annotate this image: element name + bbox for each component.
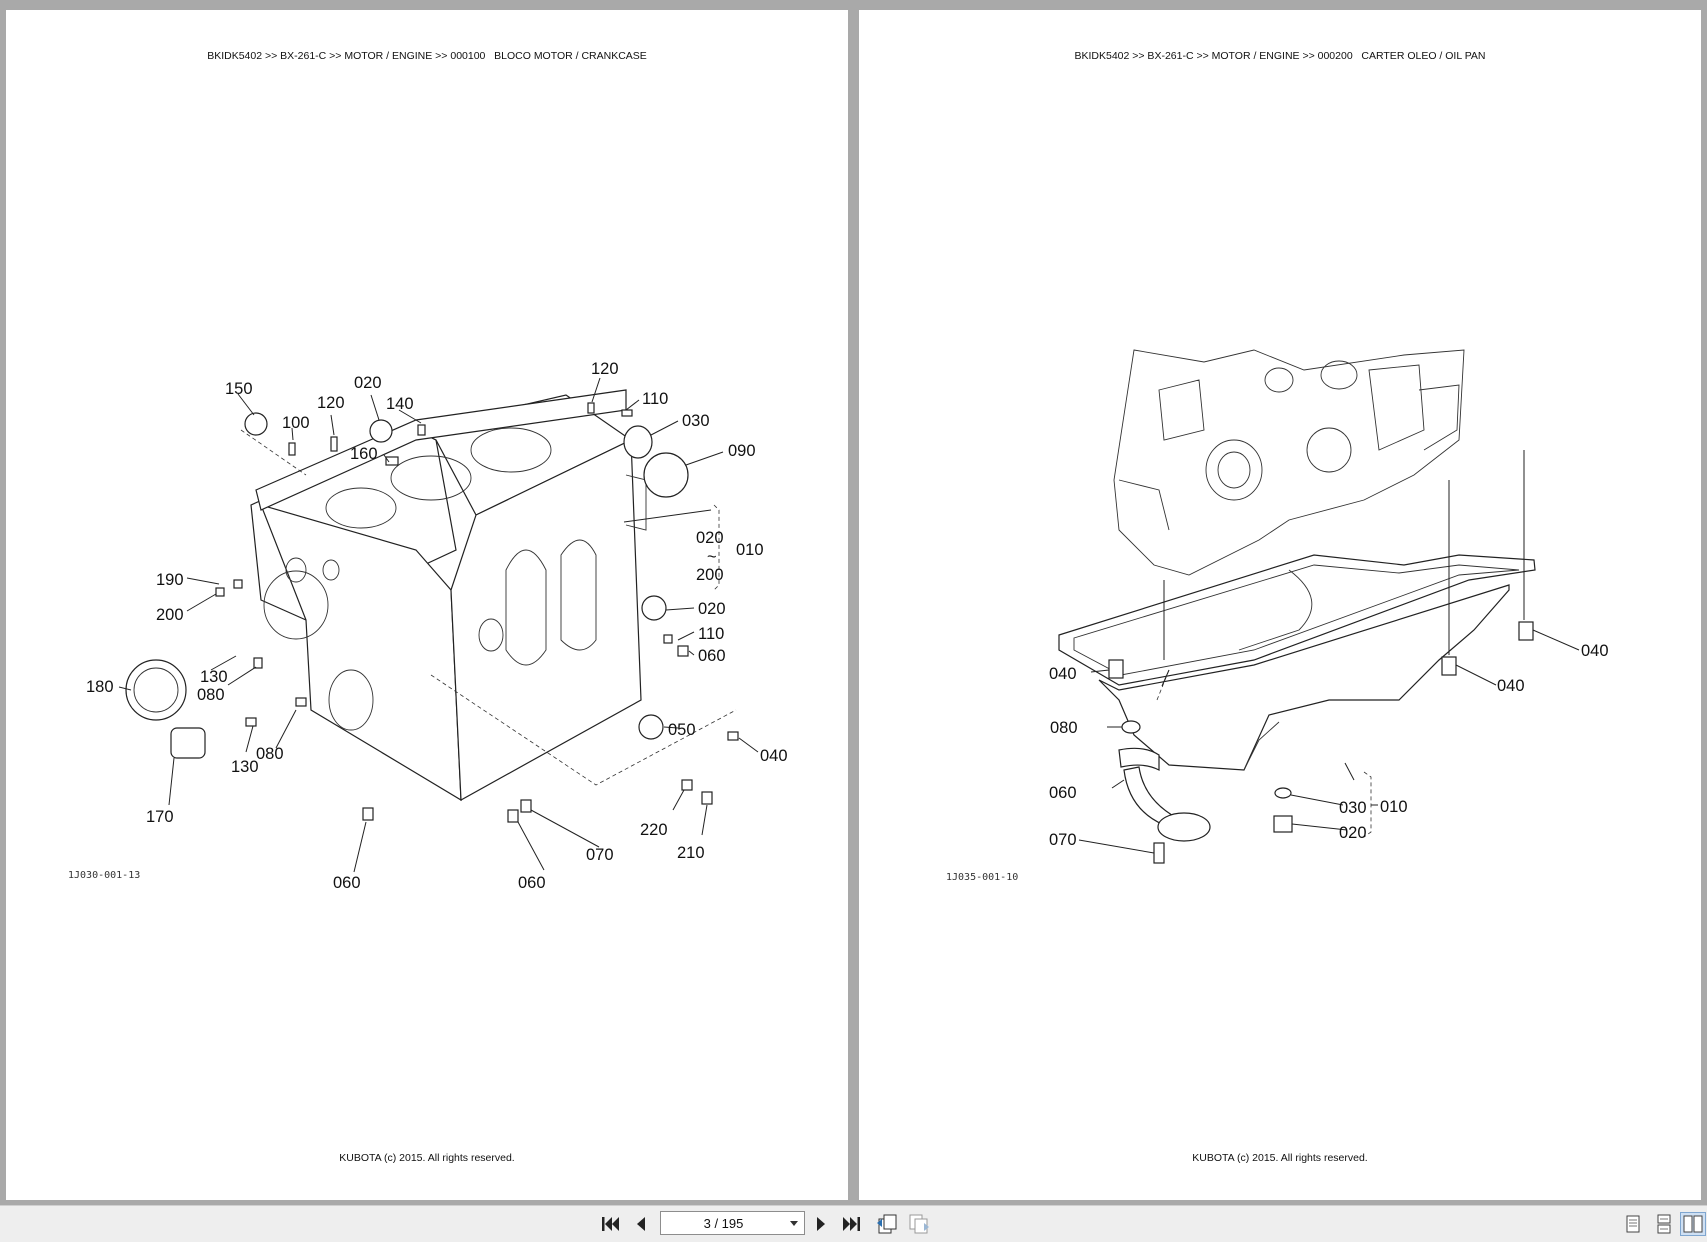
callout-label: 030 [682, 412, 710, 430]
callout-label: 010 [1380, 798, 1408, 816]
continuous-page-icon [1657, 1214, 1671, 1234]
document-page-right: BKIDK5402 >> BX-261-C >> MOTOR / ENGINE … [859, 10, 1701, 1200]
callout-label: 090 [728, 442, 756, 460]
page-footer: KUBOTA (c) 2015. All rights reserved. [339, 1152, 515, 1164]
document-page-left: BKIDK5402 >> BX-261-C >> MOTOR / ENGINE … [6, 10, 848, 1200]
callout-label: 160 [350, 445, 378, 463]
leader-lines [1078, 450, 1580, 854]
callout-label: ~ [707, 548, 717, 566]
parts-diagram-oil-pan: 1J035-001-10 040 040 040 080 060 070 030… [946, 349, 1609, 883]
oil-pan-illustration [1058, 349, 1536, 864]
callout-label: 120 [317, 394, 345, 412]
callout-label: 080 [197, 686, 225, 704]
callout-label: 110 [642, 390, 668, 408]
drawing-code: 1J030-001-13 [68, 870, 140, 881]
page-footer: KUBOTA (c) 2015. All rights reserved. [1192, 1152, 1368, 1164]
callout-label: 150 [225, 380, 253, 398]
callout-labels: 150 100 120 020 140 160 120 110 030 090 … [86, 360, 788, 892]
two-page-icon [1683, 1215, 1703, 1233]
callout-label: 080 [256, 745, 284, 763]
back-view-icon [877, 1214, 897, 1234]
leader-lines [118, 377, 759, 873]
callout-label: 120 [591, 360, 619, 378]
callout-label: 140 [386, 395, 414, 413]
callout-label: 170 [146, 808, 174, 826]
forward-view-icon [909, 1214, 929, 1234]
viewer-toolbar: 3 / 195 [0, 1205, 1707, 1242]
page-header: BKIDK5402 >> BX-261-C >> MOTOR / ENGINE … [207, 50, 647, 62]
callout-label: 060 [698, 647, 726, 665]
crankcase-illustration [125, 389, 739, 823]
first-page-button[interactable] [597, 1212, 623, 1236]
callout-label: 060 [518, 874, 546, 892]
single-page-view-button[interactable] [1620, 1212, 1646, 1236]
callout-label: 060 [1049, 784, 1077, 802]
page-number-value: 3 / 195 [703, 1216, 744, 1231]
callout-label: 070 [586, 846, 614, 864]
drawing-code: 1J035-001-10 [946, 872, 1018, 883]
callout-label: 010 [736, 541, 764, 559]
callout-label: 040 [1049, 665, 1077, 683]
page-header: BKIDK5402 >> BX-261-C >> MOTOR / ENGINE … [1074, 50, 1486, 62]
callout-label: 040 [1581, 642, 1609, 660]
back-view-button[interactable] [874, 1212, 900, 1236]
single-page-icon [1626, 1215, 1640, 1233]
callout-label: 050 [668, 721, 696, 739]
prev-page-button[interactable] [628, 1212, 654, 1236]
callout-label: 110 [698, 625, 724, 643]
two-page-view-button[interactable] [1680, 1212, 1706, 1236]
callout-label: 020 [1339, 824, 1367, 842]
chevron-down-icon[interactable] [790, 1221, 798, 1226]
prev-page-icon [637, 1217, 645, 1231]
callout-label: 080 [1050, 719, 1078, 737]
parts-diagram-crankcase: 1J030-001-13 150 100 120 020 140 160 120… [68, 360, 788, 892]
callout-label: 100 [282, 414, 310, 432]
callout-label: 020 [354, 374, 382, 392]
callout-labels: 040 040 040 080 060 070 030 010 020 [1049, 642, 1609, 849]
forward-view-button[interactable] [906, 1212, 932, 1236]
page-number-input[interactable]: 3 / 195 [660, 1211, 805, 1235]
callout-label: 130 [200, 668, 228, 686]
callout-label: 040 [760, 747, 788, 765]
callout-label: 200 [156, 606, 184, 624]
callout-label: 040 [1497, 677, 1525, 695]
last-page-button[interactable] [839, 1212, 865, 1236]
callout-label: 180 [86, 678, 114, 696]
callout-label: 070 [1049, 831, 1077, 849]
callout-label: 020 [698, 600, 726, 618]
callout-label: 190 [156, 571, 184, 589]
callout-label: 060 [333, 874, 361, 892]
callout-label: 020 [696, 529, 724, 547]
callout-label: 030 [1339, 799, 1367, 817]
next-page-button[interactable] [808, 1212, 834, 1236]
first-page-icon [602, 1217, 619, 1231]
continuous-view-button[interactable] [1651, 1212, 1677, 1236]
next-page-icon [817, 1217, 825, 1231]
callout-label: 220 [640, 821, 668, 839]
callout-label: 130 [231, 758, 259, 776]
callout-label: 210 [677, 844, 705, 862]
last-page-icon [843, 1217, 860, 1231]
callout-label: 200 [696, 566, 724, 584]
